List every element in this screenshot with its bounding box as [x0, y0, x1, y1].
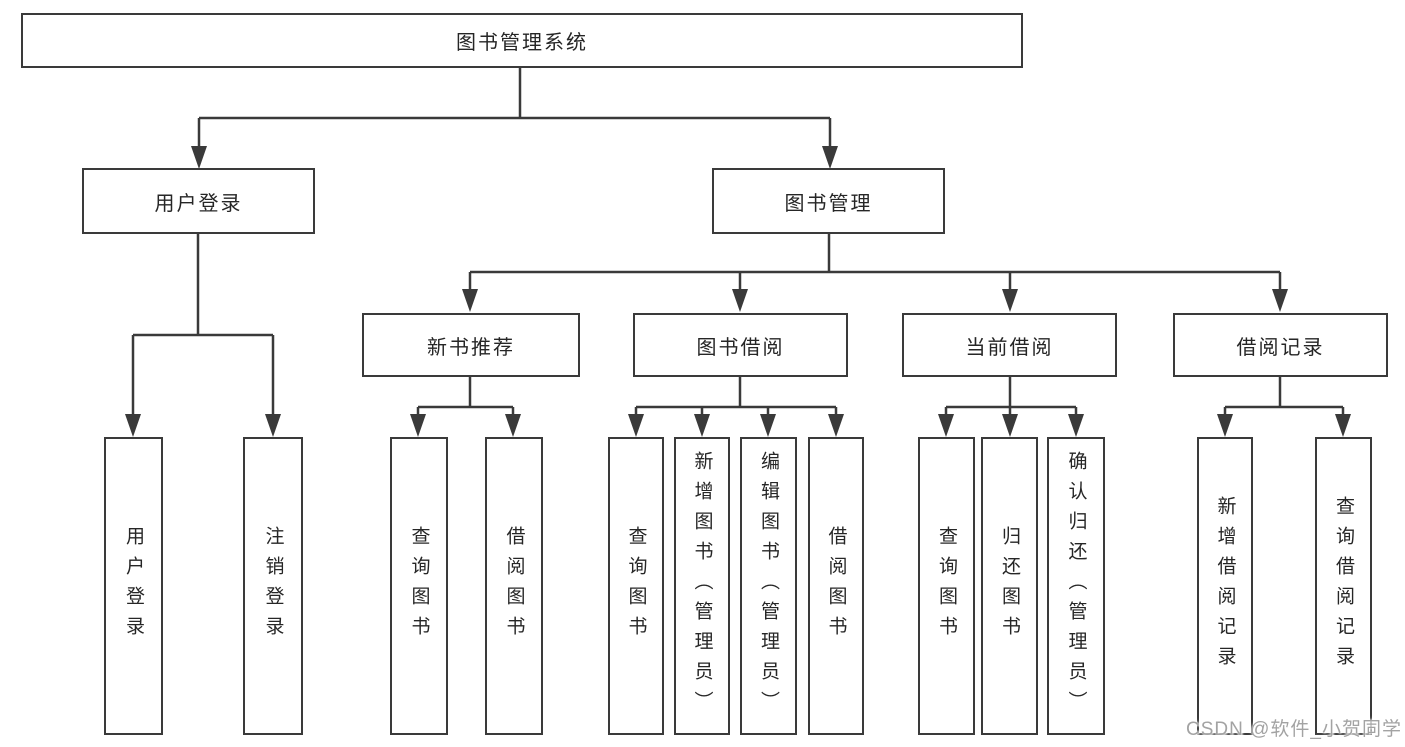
node-user-login-branch: 用户登录	[82, 168, 315, 234]
leaf-query-book-1: 查询图书	[390, 437, 448, 735]
node-label: 图书借阅	[696, 336, 785, 359]
node-new-book-recommend: 新书推荐	[362, 313, 580, 377]
leaf-edit-book-admin: 编辑图书（管理员）	[740, 437, 797, 735]
node-label: 新书推荐	[427, 336, 515, 359]
node-label: 用户登录	[123, 526, 144, 646]
csdn-watermark: CSDN @软件_小贺同学	[1186, 719, 1402, 740]
node-label: 图书管理系统	[456, 32, 588, 54]
node-book-borrowing: 图书借阅	[633, 313, 848, 377]
node-label: 借阅记录	[1236, 336, 1325, 359]
node-label: 注销登录	[262, 526, 284, 646]
node-label: 查询借阅记录	[1333, 496, 1354, 676]
node-label: 查询图书	[936, 526, 957, 646]
node-label: 新增图书（管理员）	[691, 451, 713, 721]
node-label: 新增借阅记录	[1214, 496, 1236, 676]
node-label: 借阅图书	[825, 526, 847, 646]
node-label: 归还图书	[999, 526, 1020, 646]
node-root-library-system: 图书管理系统	[21, 13, 1023, 68]
node-label: 用户登录	[154, 192, 243, 215]
node-label: 查询图书	[625, 526, 647, 646]
leaf-borrow-book-1: 借阅图书	[485, 437, 543, 735]
leaf-logout: 注销登录	[243, 437, 303, 735]
node-label: 借阅图书	[503, 526, 525, 646]
leaf-query-borrow-record: 查询借阅记录	[1315, 437, 1372, 735]
leaf-return-book: 归还图书	[981, 437, 1038, 735]
node-borrowing-records: 借阅记录	[1173, 313, 1388, 377]
leaf-add-borrow-record: 新增借阅记录	[1197, 437, 1253, 735]
node-label: 编辑图书（管理员）	[758, 451, 779, 721]
leaf-query-book-3: 查询图书	[918, 437, 975, 735]
node-label: 图书管理	[784, 192, 873, 215]
node-label: 确认归还（管理员）	[1065, 451, 1087, 721]
leaf-add-book-admin: 新增图书（管理员）	[674, 437, 730, 735]
leaf-query-book-2: 查询图书	[608, 437, 664, 735]
leaf-confirm-return-admin: 确认归还（管理员）	[1047, 437, 1105, 735]
leaf-borrow-book-2: 借阅图书	[808, 437, 864, 735]
node-current-borrowing: 当前借阅	[902, 313, 1117, 377]
node-book-management-branch: 图书管理	[712, 168, 945, 234]
node-label: 查询图书	[408, 526, 430, 646]
leaf-user-login: 用户登录	[104, 437, 163, 735]
node-label: 当前借阅	[965, 336, 1054, 359]
